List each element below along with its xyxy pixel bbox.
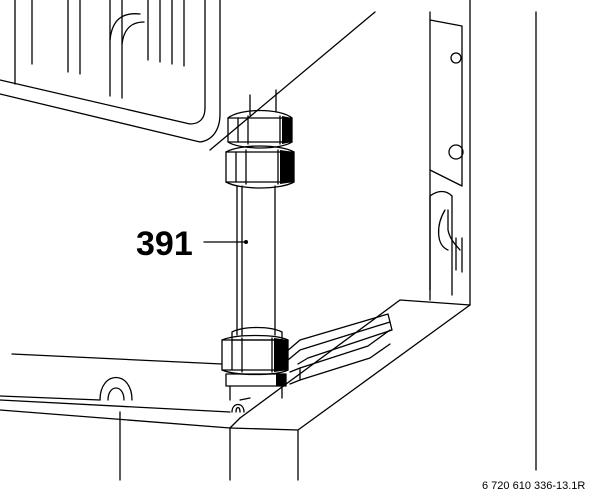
upper-nut-shading [280,116,294,184]
right-frame [429,0,537,471]
lower-base [0,353,231,481]
upper-nut-assembly [225,109,295,189]
lower-nut-shading [274,338,288,386]
callout-leader-dot [244,240,248,244]
callout-number: 391 [136,225,193,263]
lower-block [229,299,471,481]
upper-housing [0,0,221,143]
figure-code: 6 720 610 336-13.1R [482,480,585,492]
lower-nut-assembly [221,326,289,401]
pipe [236,89,277,336]
pipe-clip [285,313,393,385]
